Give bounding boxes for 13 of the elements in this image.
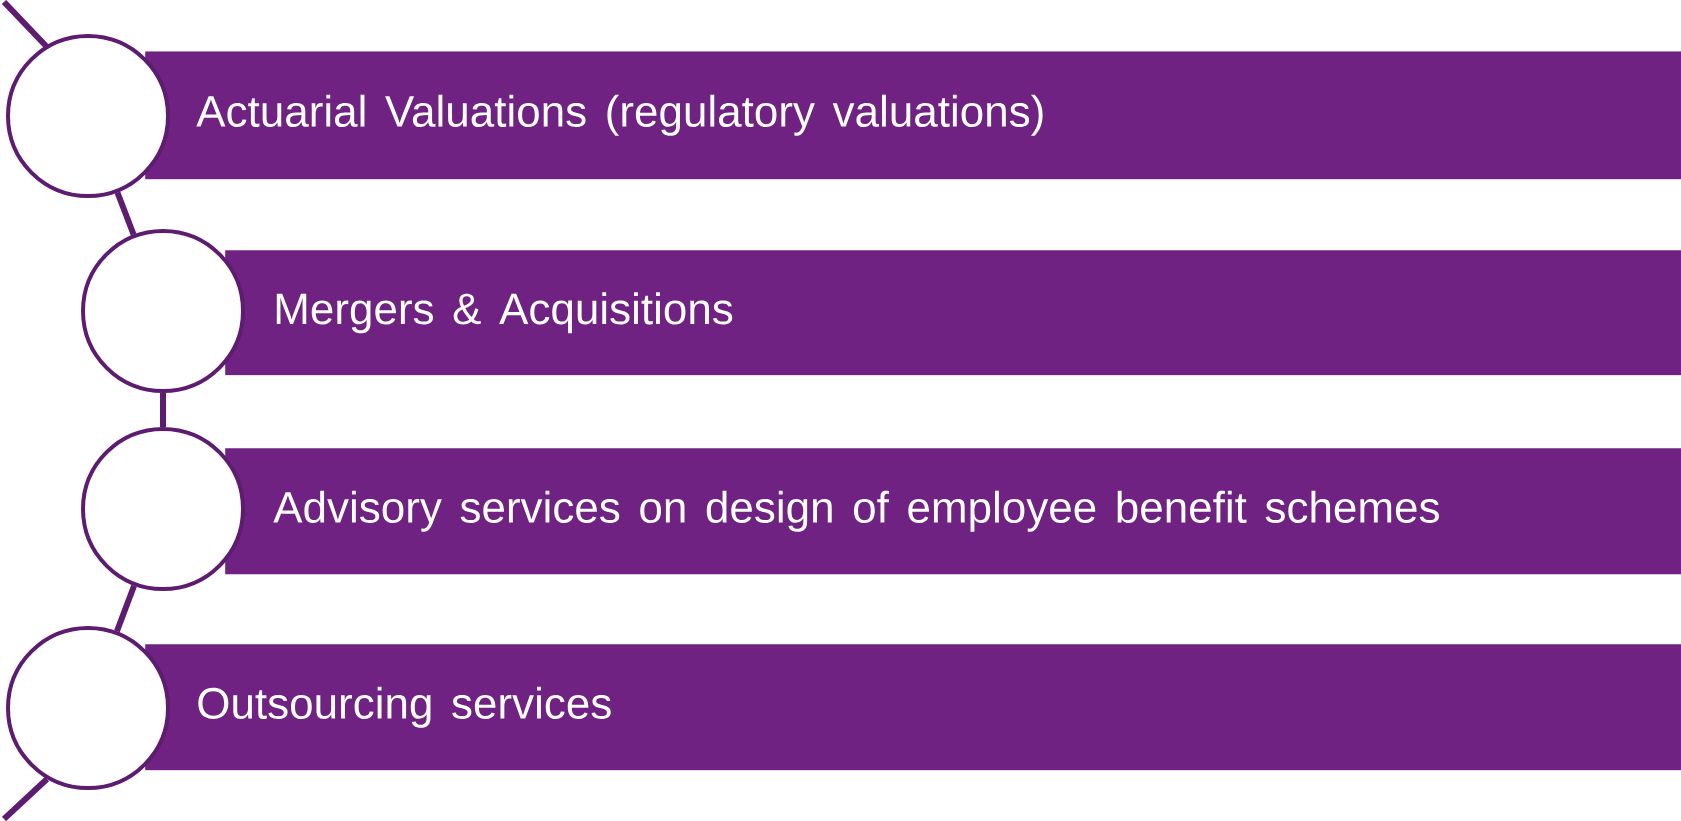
text-band: Advisory services on design of employee benefit schemes xyxy=(225,448,1681,575)
ring-circle xyxy=(81,229,245,393)
connector-line xyxy=(1,776,50,821)
connector-line xyxy=(114,584,137,633)
ring-circle xyxy=(6,34,170,198)
ring-circle xyxy=(6,626,170,790)
connector-line xyxy=(160,393,166,427)
text-band: Mergers & Acquisitions xyxy=(225,250,1681,376)
connector-line xyxy=(114,191,137,236)
connector-line xyxy=(1,0,50,50)
ring-circle xyxy=(81,427,245,591)
text-band: Actuarial Valuations (regulatory valuations) xyxy=(145,51,1681,180)
text-band: Outsourcing services xyxy=(145,644,1681,771)
